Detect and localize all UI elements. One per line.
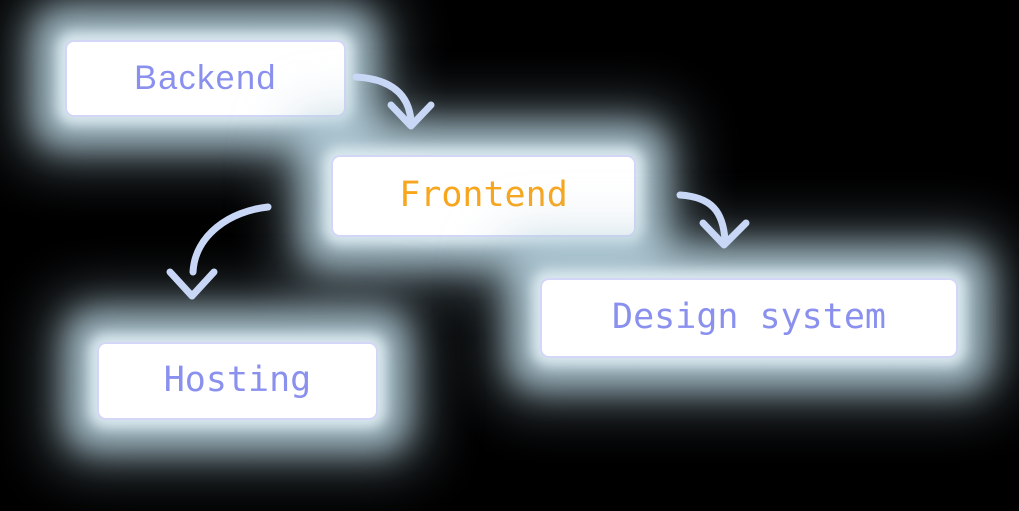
node-hosting: Hosting [97,342,378,420]
node-backend-label: Backend [134,58,277,97]
arrow-curve [189,203,272,276]
node-design-system: Design system [540,278,958,358]
arrow-frontend-to-hosting [166,203,272,300]
node-frontend-label: Frontend [399,174,568,215]
arrow-backend-to-frontend [352,73,435,130]
arrow-frontend-to-design-system [676,191,750,249]
arrow-curve [352,73,415,125]
arrow-head-icon [166,268,218,300]
node-hosting-label: Hosting [163,359,312,400]
arrow-curve [676,191,729,244]
node-backend: Backend [65,40,346,117]
arrow-head-icon [699,219,750,249]
node-design-system-label: Design system [612,296,886,337]
arrow-head-icon [387,101,435,130]
node-frontend: Frontend [331,155,636,237]
